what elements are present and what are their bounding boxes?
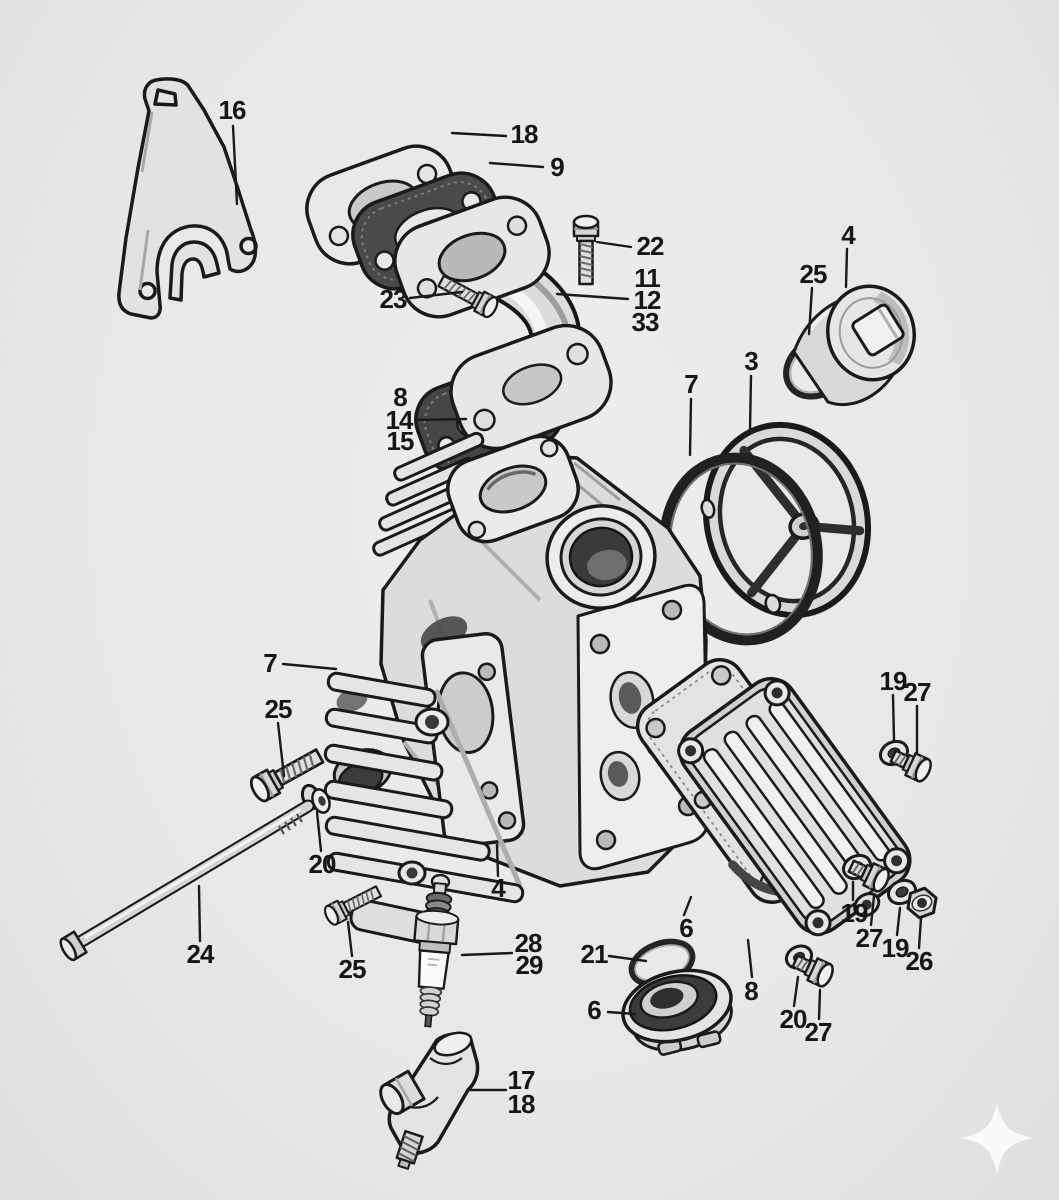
bolt-22	[572, 214, 600, 286]
part-label-plug-cap-18: 18	[508, 1089, 535, 1119]
part-label-insulator-18: 18	[511, 119, 538, 149]
leader-line-cover-gasket-6	[682, 895, 693, 917]
part-label-bolt-25-upper: 25	[265, 694, 292, 724]
leader-line-retainer-3	[748, 374, 753, 432]
plug-cap-17-18	[379, 1031, 480, 1170]
bracket-part-16	[117, 77, 258, 320]
part-label-washer-19-c: 19	[882, 933, 909, 963]
part-label-washer-20-right: 20	[780, 1004, 807, 1034]
part-label-bolt-22: 22	[637, 231, 664, 261]
part-label-stud-24: 24	[187, 939, 215, 969]
leader-line-bolt-27-b	[869, 894, 876, 927]
leader-line-bolt-22	[595, 240, 633, 249]
retainer-plate-3	[700, 421, 872, 619]
part-label-oring-21: 21	[581, 939, 608, 969]
leader-line-bolt-25-upper	[276, 721, 286, 778]
leader-line-fin-shroud-7	[281, 662, 338, 671]
part-label-fin-shroud-7: 7	[263, 648, 277, 678]
part-label-bolt-27-b: 27	[856, 923, 883, 953]
fin-shroud-7	[323, 671, 525, 945]
leader-line-nut-26	[917, 916, 923, 950]
part-label-side-cover-8: 8	[744, 976, 758, 1006]
part-label-cover-gasket-6: 6	[679, 913, 693, 943]
part-label-plug-29: 29	[516, 950, 543, 980]
part-label-pipe-33: 33	[632, 307, 659, 337]
side-cover-8	[677, 677, 912, 937]
leader-line-insulator-18	[450, 131, 508, 138]
part-label-gasket-9: 9	[550, 152, 564, 182]
part-label-retainer-3: 3	[744, 346, 758, 376]
part-label-pipe-12: 12	[634, 285, 661, 315]
part-label-side-plate-4: 4	[491, 873, 506, 903]
part-label-bolt-27-a: 27	[904, 677, 931, 707]
part-label-washer-20-left: 20	[309, 849, 336, 879]
part-label-gasket-15: 15	[387, 426, 414, 456]
part-label-pipe-11: 11	[634, 263, 660, 293]
bolt-27-a	[886, 744, 935, 785]
part-label-plug-28: 28	[515, 928, 542, 958]
leader-line-pipe-12	[555, 292, 630, 301]
stud-bolt-24	[59, 799, 315, 962]
sparkle-icon	[961, 1102, 1033, 1174]
part-label-gasket-8: 8	[393, 382, 407, 412]
head-face-plate	[576, 583, 710, 871]
leader-line-stud-23	[408, 290, 464, 300]
part-label-washer-19-b: 19	[841, 898, 868, 928]
part-label-washer-19-a: 19	[880, 666, 907, 696]
leader-line-bolt-27-c	[817, 988, 822, 1021]
leader-line-washer-20-right	[792, 975, 800, 1008]
leader-line-bolt-25-lower	[346, 920, 354, 958]
leader-line-oring-25-cap	[807, 286, 814, 336]
part-label-gasket-14: 14	[386, 405, 414, 435]
part-label-oring-25-cap: 25	[800, 259, 827, 289]
leader-line-side-cover-8	[746, 938, 754, 979]
head-intake-port	[545, 504, 657, 610]
tappet-cover-cap-6	[621, 968, 733, 1056]
leader-line-bracket-16	[231, 124, 239, 206]
leader-line-washer-19-a	[891, 693, 896, 742]
tappet-adjusting-cap-4	[792, 284, 916, 407]
leader-line-gasket-9	[488, 161, 545, 169]
nut-26	[906, 886, 938, 920]
leader-line-plug-28	[460, 951, 514, 957]
washer-20-left	[300, 783, 331, 814]
leader-line-oring-7-large	[688, 397, 693, 457]
spark-plug-28-29	[413, 873, 460, 1028]
part-label-bolt-27-c: 27	[805, 1017, 832, 1047]
leader-line-washer-20-left	[315, 810, 323, 853]
leader-lines	[197, 124, 923, 1092]
part-label-bracket-16: 16	[219, 95, 246, 125]
leader-line-washer-19-c	[895, 906, 902, 937]
intake-pipe-11-12-33	[393, 195, 613, 451]
part-label-bolt-25-lower: 25	[339, 954, 366, 984]
part-label-cap-4: 4	[841, 220, 856, 250]
leader-line-side-plate-4	[495, 843, 500, 878]
leader-line-stud-24	[197, 884, 202, 943]
leader-line-cap-4	[844, 247, 849, 289]
part-label-nut-26: 26	[906, 946, 933, 976]
leader-line-tappet-cap-6	[606, 1010, 637, 1016]
part-label-stud-23: 23	[380, 284, 407, 314]
leader-line-oring-21	[607, 954, 648, 963]
head-top-flange	[446, 434, 580, 544]
leader-line-gasket-14	[414, 417, 468, 422]
part-label-plug-cap-17: 17	[508, 1065, 535, 1095]
part-label-oring-7-large: 7	[684, 369, 698, 399]
part-label-tappet-cap-6: 6	[587, 995, 601, 1025]
